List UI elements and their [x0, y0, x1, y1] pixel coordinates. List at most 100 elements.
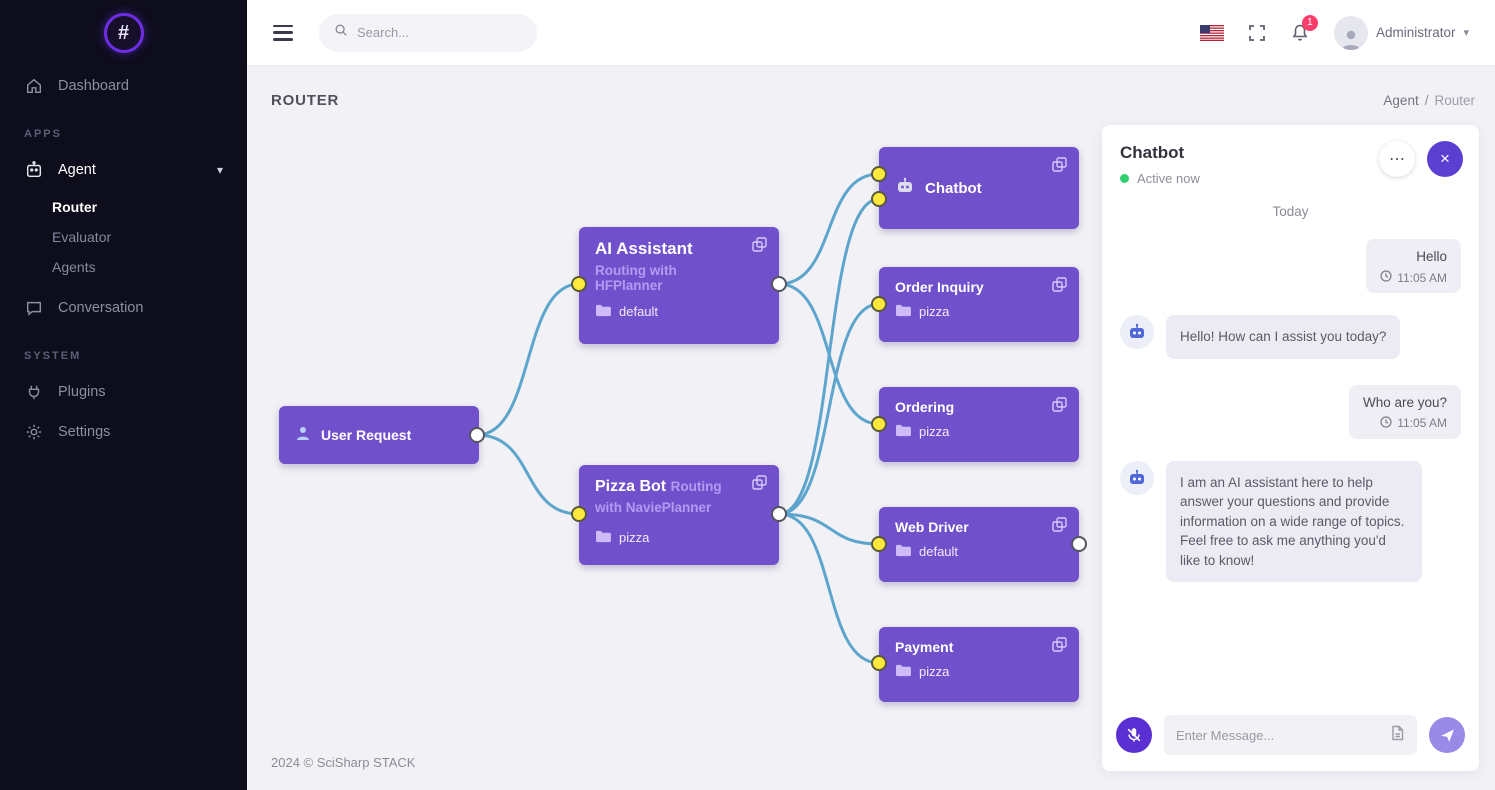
language-flag-icon[interactable] — [1199, 24, 1224, 41]
clock-icon — [1380, 415, 1392, 431]
breadcrumb-parent[interactable]: Agent — [1383, 93, 1419, 108]
chat-message-user: Hello 11:05 AM — [1366, 239, 1461, 293]
node-subtitle: Routing with NaviePlanner — [595, 479, 722, 515]
port-user-request-out[interactable] — [469, 427, 485, 443]
mic-mute-button[interactable] — [1116, 717, 1152, 753]
bot-avatar — [1120, 460, 1154, 495]
folder-name: default — [619, 304, 659, 319]
attach-file-icon[interactable] — [1390, 725, 1405, 746]
app-logo[interactable]: # — [0, 0, 247, 66]
agent-submenu: Router Evaluator Agents — [0, 190, 247, 288]
flow-canvas[interactable]: User Request AI Assistant Routing with H… — [247, 65, 1495, 790]
robot-icon — [895, 176, 915, 201]
flow-node-ordering[interactable]: Ordering pizza — [879, 387, 1079, 462]
flow-node-chatbot[interactable]: Chatbot — [879, 147, 1079, 229]
message-time: 11:05 AM — [1363, 415, 1447, 431]
message-input[interactable] — [1176, 727, 1382, 743]
person-icon — [295, 425, 311, 446]
copy-icon[interactable] — [1052, 157, 1067, 177]
port-pizza-bot-out[interactable] — [771, 506, 787, 522]
user-menu[interactable]: Administrator ▾ — [1333, 15, 1469, 50]
node-title: Payment — [895, 639, 954, 655]
sidebar-item-router[interactable]: Router — [52, 199, 98, 215]
node-title: Web Driver — [895, 519, 969, 535]
port-web-driver-in[interactable] — [871, 536, 887, 552]
sidebar: # Dashboard APPS Agent ▾ Router Evaluato… — [0, 0, 247, 790]
chat-status: Active now — [1120, 171, 1461, 186]
chat-message-bot: Hello! How can I assist you today? — [1120, 315, 1461, 359]
copy-icon[interactable] — [1052, 637, 1067, 657]
sidebar-item-label: Settings — [58, 424, 111, 440]
plugin-icon — [24, 383, 44, 401]
chat-close-button[interactable]: × — [1427, 141, 1463, 177]
topbar-actions: 1 Administrator ▾ — [1199, 14, 1469, 50]
folder-icon — [895, 303, 911, 320]
chat-messages[interactable]: Today Hello 11:05 AM — [1102, 194, 1479, 703]
port-chatbot-in-2[interactable] — [871, 191, 887, 207]
sidebar-item-agent[interactable]: Agent ▾ — [0, 150, 247, 190]
conversation-icon — [24, 299, 44, 317]
sidebar-item-dashboard[interactable]: Dashboard — [0, 66, 247, 106]
folder-name: pizza — [919, 424, 950, 439]
home-icon — [24, 77, 44, 95]
copy-icon[interactable] — [752, 237, 767, 257]
port-chatbot-in-1[interactable] — [871, 166, 887, 182]
message-time-label: 11:05 AM — [1397, 270, 1447, 285]
port-web-driver-out[interactable] — [1071, 536, 1087, 552]
copy-icon[interactable] — [1052, 517, 1067, 537]
flow-node-web-driver[interactable]: Web Driver default — [879, 507, 1079, 582]
chat-status-label: Active now — [1137, 171, 1200, 186]
notification-badge: 1 — [1301, 14, 1318, 31]
sidebar-section-system: SYSTEM — [24, 350, 82, 362]
node-title: Chatbot — [925, 179, 982, 197]
port-ai-assistant-in[interactable] — [571, 276, 587, 292]
port-payment-in[interactable] — [871, 655, 887, 671]
flow-node-payment[interactable]: Payment pizza — [879, 627, 1079, 702]
chat-message-user: Who are you? 11:05 AM — [1348, 384, 1461, 439]
menu-toggle-icon[interactable] — [273, 24, 293, 41]
sidebar-item-plugins[interactable]: Plugins — [0, 372, 247, 412]
logo-icon: # — [103, 13, 144, 53]
folder-icon — [595, 303, 611, 320]
day-divider: Today — [1272, 204, 1309, 219]
message-time: 11:05 AM — [1380, 270, 1447, 285]
message-text: I am an AI assistant here to help answer… — [1166, 460, 1422, 583]
avatar — [1333, 15, 1368, 50]
sidebar-item-evaluator[interactable]: Evaluator — [52, 229, 112, 245]
node-folder: pizza — [895, 303, 1063, 320]
flow-node-user-request[interactable]: User Request — [279, 406, 479, 464]
folder-icon — [895, 663, 911, 680]
copy-icon[interactable] — [752, 475, 767, 495]
chevron-down-icon: ▾ — [1463, 27, 1469, 39]
search-box[interactable] — [319, 13, 537, 52]
chat-header-actions: ⋯ × — [1379, 141, 1463, 177]
flow-node-pizza-bot[interactable]: Pizza Bot Routing with NaviePlanner pizz… — [579, 465, 779, 565]
fullscreen-icon[interactable] — [1248, 24, 1266, 42]
folder-icon — [895, 543, 911, 560]
copy-icon[interactable] — [1052, 397, 1067, 417]
clock-icon — [1380, 270, 1392, 285]
sidebar-item-label: Dashboard — [58, 78, 129, 94]
port-ai-assistant-out[interactable] — [771, 276, 787, 292]
message-input-wrap[interactable] — [1164, 715, 1417, 755]
agent-icon — [24, 161, 44, 179]
flow-node-ai-assistant[interactable]: AI Assistant Routing with HFPlanner defa… — [579, 227, 779, 344]
sidebar-item-agents[interactable]: Agents — [52, 259, 96, 275]
search-input[interactable] — [357, 25, 507, 40]
message-text: Who are you? — [1362, 394, 1447, 410]
node-title: Ordering — [895, 399, 955, 415]
chat-more-button[interactable]: ⋯ — [1379, 141, 1415, 177]
node-folder: pizza — [895, 423, 1063, 440]
notifications-bell-icon[interactable]: 1 — [1290, 14, 1318, 43]
port-order-inquiry-in[interactable] — [871, 296, 887, 312]
port-ordering-in[interactable] — [871, 416, 887, 432]
send-button[interactable] — [1429, 717, 1465, 753]
node-folder: pizza — [895, 663, 1063, 680]
sidebar-item-settings[interactable]: Settings — [0, 412, 247, 452]
sidebar-item-conversation[interactable]: Conversation — [0, 288, 247, 328]
flow-node-order-inquiry[interactable]: Order Inquiry pizza — [879, 267, 1079, 342]
copy-icon[interactable] — [1052, 277, 1067, 297]
folder-icon — [595, 529, 611, 546]
port-pizza-bot-in[interactable] — [571, 506, 587, 522]
bot-avatar — [1120, 315, 1154, 349]
